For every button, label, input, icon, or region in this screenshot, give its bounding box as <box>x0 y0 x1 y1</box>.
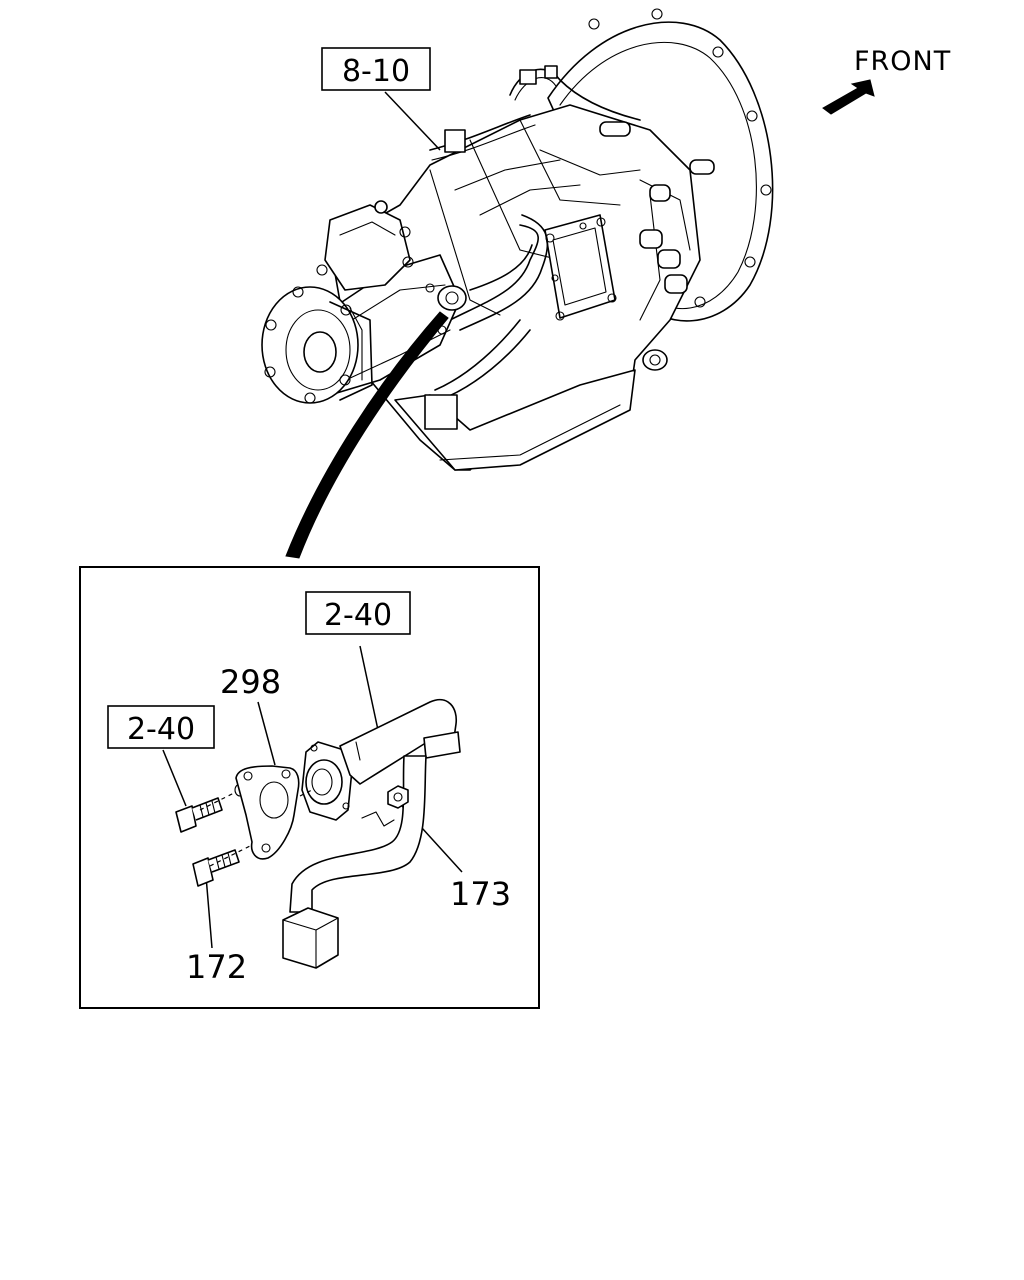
gasket-298 <box>235 765 300 860</box>
front-arrow-icon <box>822 79 875 115</box>
part-number-298: 298 <box>220 663 281 701</box>
part-number-173: 173 <box>450 875 511 913</box>
bolt-172 <box>192 849 240 887</box>
ref-label-8-10: 8-10 <box>342 54 410 89</box>
ref-box-8-10[interactable]: 8-10 <box>321 47 431 91</box>
ref-box-2-40-left[interactable]: 2-40 <box>107 705 215 749</box>
ref-label-2-40-top: 2-40 <box>324 598 392 633</box>
bolt-upper <box>175 797 223 833</box>
nut-173 <box>387 785 409 809</box>
cooler-pipe <box>282 699 461 969</box>
zoom-wedge <box>285 311 449 559</box>
output-flange <box>261 286 373 404</box>
transmission-assembly <box>261 8 774 471</box>
front-label: FRONT <box>854 46 951 77</box>
part-number-172: 172 <box>186 948 247 986</box>
ref-label-2-40-left: 2-40 <box>127 712 195 747</box>
ref-box-2-40-top[interactable]: 2-40 <box>305 591 411 635</box>
solenoid-bosses <box>599 121 715 294</box>
bell-housing-bolts <box>588 8 772 308</box>
